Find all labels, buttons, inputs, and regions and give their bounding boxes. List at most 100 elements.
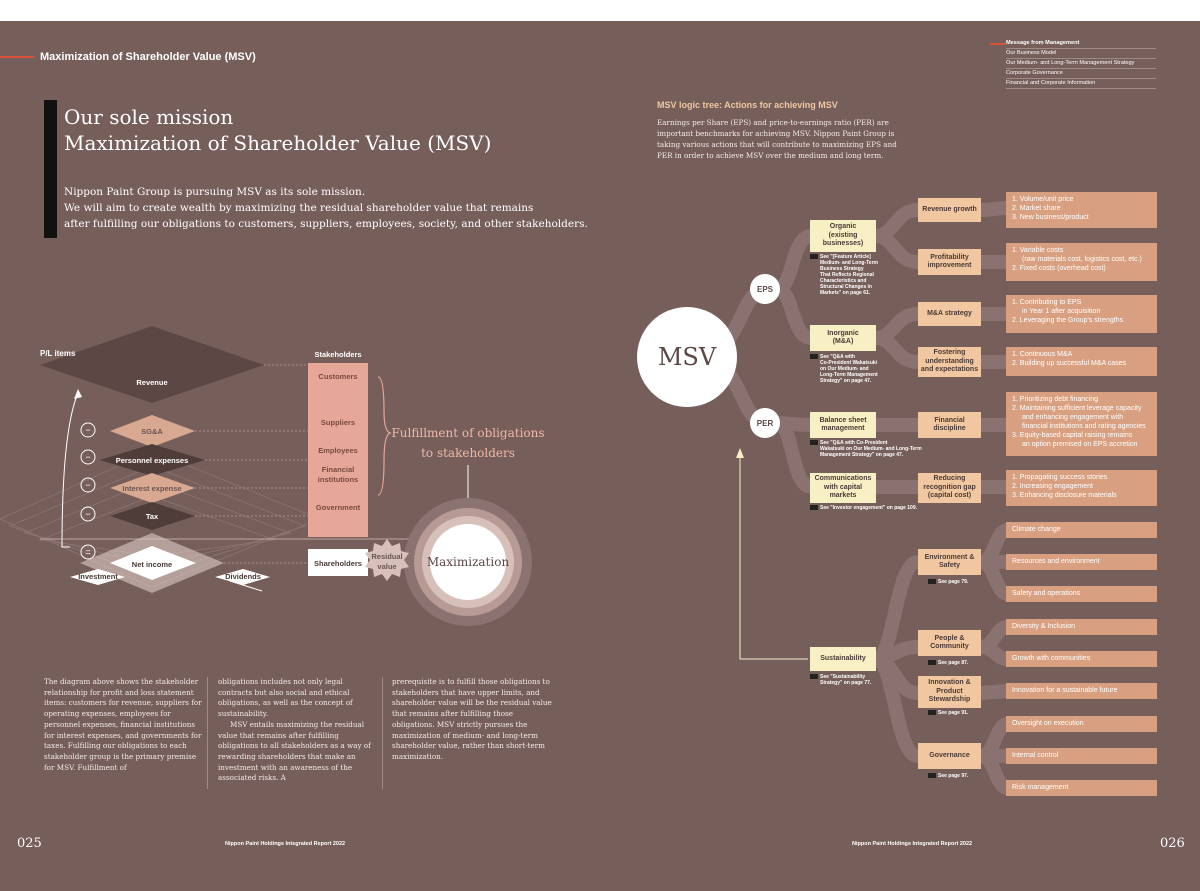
tree-desc-line4: PER in order to achieve MSV over the med… [657,151,884,160]
fulfillment-line2: to stakeholders [421,446,515,460]
fulfillment-line1: Fulfillment of obligations [391,426,544,440]
l3-internal-control: Internal control [1006,748,1157,764]
tax-diamond [110,502,195,530]
tax-label: Tax [146,512,159,521]
l3-safety-operations: Safety and operations [1006,586,1157,602]
residual-line1: Residual [371,552,402,561]
branch-sust-governance [872,652,921,763]
sga-diamond [110,415,195,447]
per-circle: PER [750,408,780,438]
nav-accent-line [990,43,1006,45]
ref-innovation[interactable]: See page 91. [928,710,968,716]
investment-diamond [70,569,125,585]
tree-desc-line1: Earnings per Share (EPS) and price-to-ea… [657,118,889,127]
l2-revenue-growth: Revenue growth [918,198,981,222]
equals-sign: = [85,547,90,557]
ref-inorganic[interactable]: See "Q&A with Co-President Wakatsuki on … [810,354,890,384]
page-title-line2: Maximization of Shareholder Value (MSV) [64,131,492,155]
ref-governance[interactable]: See page 97. [928,773,968,779]
l3-climate-change: Climate change [1006,522,1157,538]
personnel-diamond [100,444,205,476]
l2-people-community: People &Community [918,630,981,656]
nav-item-business-model[interactable]: Our Business Model [1006,49,1156,59]
ref-balance-sheet[interactable]: See "Q&A with Co-President Wakatsuki on … [810,440,930,458]
investment-label: Investment [78,572,118,581]
nav-item-governance[interactable]: Corporate Governance [1006,69,1156,79]
l3-diversity-inclusion: Diversity & Inclusion [1006,619,1157,635]
minus-sign: − [85,480,90,490]
body-column-2a: obligations includes not only legal cont… [218,677,353,719]
minus-sign-circle [80,477,96,493]
l3-innovation-future: Innovation for a sustainable future [1006,683,1157,699]
l3-profitability: 1. Variable costs(raw materials cost, lo… [1006,243,1157,281]
equals-sign-circle [80,544,96,560]
branch-l3 [980,640,1009,666]
minus-sign-circle [80,506,96,522]
ref-sustainability[interactable]: See "Sustainability Strategy" on page 77… [810,674,890,686]
l2-governance: Governance [918,743,981,769]
minus-sign-circle [80,422,96,438]
branch-eps-inorganic [774,282,814,345]
ref-communications[interactable]: See "Investor engagement" on page 109. [810,505,950,511]
stakeholders-label: Stakeholders [314,350,361,359]
pl-items-label: P/L items [40,349,76,358]
suppliers-label: Suppliers [321,418,355,427]
right-page-number: 026 [1160,836,1185,851]
title-bar [44,100,57,238]
government-label: Government [316,503,361,512]
body-column-3: prerequisite is to fulfill those obligat… [392,677,552,761]
lead-line2: We will aim to create wealth by maximizi… [64,202,534,214]
shareholders-box [308,549,368,576]
minus-sign: − [85,425,90,435]
nav-item-financial[interactable]: Financial and Corporate Information [1006,79,1156,89]
financial-label-2: institutions [318,475,358,484]
footer-report-name-right: Nippon Paint Holdings Integrated Report … [852,841,973,847]
reinvestment-arrowhead [74,389,82,399]
shareholders-label: Shareholders [314,559,362,568]
body-column-2: obligations includes not only legal cont… [218,677,376,784]
ref-people[interactable]: See page 87. [928,660,968,666]
ref-organic[interactable]: See "[Feature Article] Medium- and Long-… [810,254,890,296]
sga-label: SG&A [141,427,163,436]
body-column-1: The diagram above shows the stakeholder … [44,677,202,772]
l2-ma-strategy: M&A strategy [918,302,981,326]
maximization-circle [430,524,506,600]
personnel-label: Personnel expenses [116,456,189,465]
ref-env[interactable]: See page 79. [928,579,968,585]
branch-eps-organic [774,229,814,296]
tree-desc-line2: important benchmarks for achieving MSV. … [657,129,895,138]
employees-label: Employees [318,446,358,455]
net-income-diamond [110,546,196,580]
revenue-diamond [40,326,264,403]
minus-sign-circle [80,449,96,465]
pl-stakeholder-diagram: − − − − = P/L items Revenue SG&A Personn… [0,326,545,626]
dividends-diamond [215,569,270,585]
sustainability-arrowhead [736,448,744,458]
msv-circle: MSV [637,307,737,407]
dividends-label: Dividends [225,572,261,581]
minus-sign: − [85,452,90,462]
l3-risk-management: Risk management [1006,780,1157,796]
lead-line3: after fulfilling our obligations to cust… [64,218,588,230]
lead-line1: Nippon Paint Group is pursuing MSV as it… [64,186,366,198]
l2-financial-discipline: Financial discipline [918,412,981,438]
branch-l3 [979,749,1011,795]
page-title-line1: Our sole mission [64,105,234,129]
l3-growth-communities: Growth with communities [1006,651,1157,667]
section-title: Maximization of Shareholder Value (MSV) [40,51,256,63]
eps-circle: EPS [750,274,780,304]
branch-l3 [980,684,1009,700]
l1-sustainability: Sustainability [810,647,876,671]
nav-item-strategy[interactable]: Our Medium- and Long-Term Management Str… [1006,59,1156,69]
financial-label-1: Financial [322,465,355,474]
nav-item-message[interactable]: Message from Management [1006,39,1156,49]
tree-desc-line3: taking various actions that will contrib… [657,140,897,149]
